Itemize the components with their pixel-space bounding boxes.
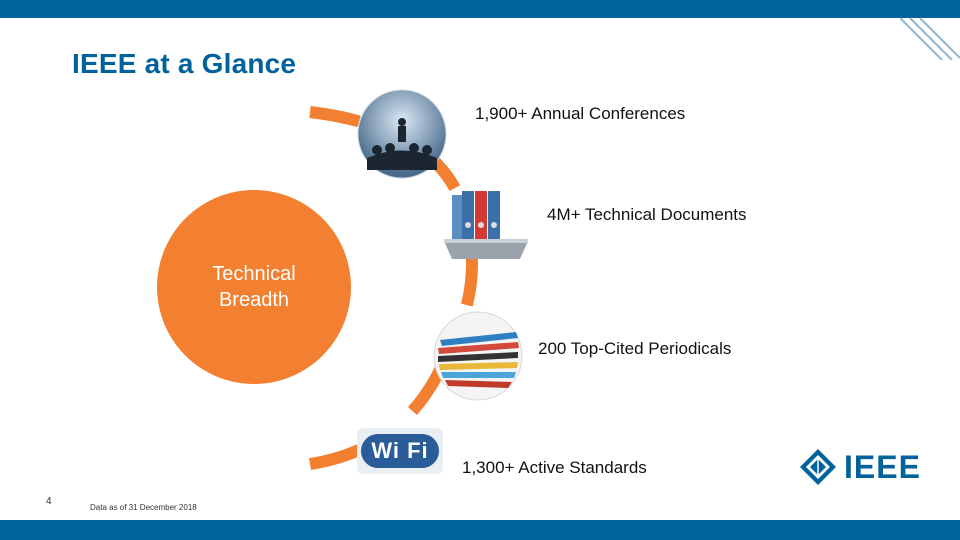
item-label-documents: 4M+ Technical Documents: [547, 205, 747, 224]
magazines-icon: [433, 311, 523, 401]
item-label-standards: 1,300+ Active Standards: [462, 458, 647, 477]
slide-title: IEEE at a Glance: [72, 48, 297, 79]
page-number: 4: [46, 496, 52, 507]
item-label-periodicals: 200 Top-Cited Periodicals: [538, 339, 732, 358]
binders-laptop-icon: [444, 191, 528, 259]
center-label: Technical Breadth: [212, 263, 296, 311]
corner-stripes: [900, 17, 960, 60]
top-bar: [0, 0, 960, 18]
audience-icon: [357, 89, 447, 179]
bottom-bar: [0, 520, 960, 540]
item-label-conferences: 1,900+ Annual Conferences: [475, 104, 686, 123]
ieee-logo-text: IEEE: [844, 448, 921, 485]
technical-breadth-circle: Technical Breadth: [157, 190, 351, 384]
ieee-diamond-icon: [800, 449, 836, 485]
wifi-icon: Wi Fi: [357, 428, 443, 474]
wifi-badge: Wi Fi: [361, 434, 439, 468]
ieee-logo: IEEE: [798, 446, 930, 488]
footnote: Data as of 31 December 2018: [90, 503, 197, 512]
